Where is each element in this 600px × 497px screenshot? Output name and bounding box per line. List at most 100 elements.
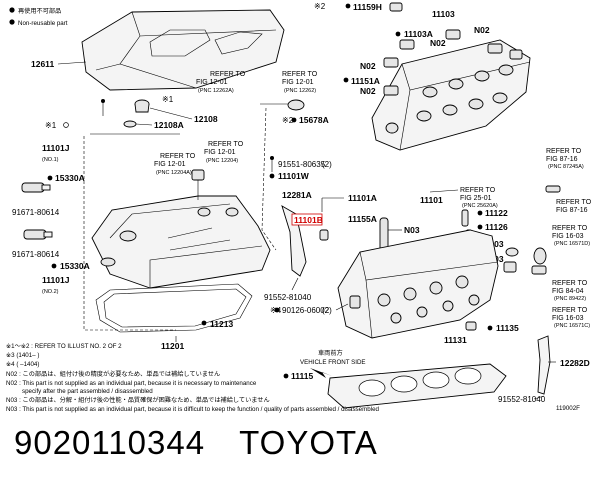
ref-r1-pnc: (PNC 12262)	[284, 88, 316, 94]
ref-r2-pnc: (PNC 12262A)	[198, 88, 234, 94]
label-11101b: 11101B	[294, 215, 323, 225]
cap-11159h	[389, 2, 403, 12]
note-7: N03 : この部品は、分解・組付け後の性能・品質確保が困難なため、単品では補給…	[6, 396, 270, 404]
legend-dot	[9, 19, 15, 25]
note-2: ※3 (1401– )	[6, 352, 39, 359]
label-11135: 11135	[496, 323, 519, 333]
ref-r7-l2: FIG 87-16	[556, 207, 588, 214]
ref-r10-l2: FIG 16-03	[552, 315, 584, 322]
ref-r10-pnc: (PNC 16571C)	[554, 323, 590, 329]
ref-r3-l2: FIG 12-01	[154, 161, 186, 168]
mark-2b: ※2	[314, 2, 326, 11]
note-5: N02 : This part is not supplied as an in…	[6, 380, 257, 387]
parts-diagram: 再使用不可部品 Non-reusable part 12611 ※1 12108…	[6, 2, 592, 413]
label-11101j-1: 11101J	[42, 143, 70, 153]
ref-r6-l1: REFER TO	[546, 148, 582, 155]
ref-r3-pnc: (PNC 12204A)	[156, 170, 192, 176]
label-12108: 12108	[194, 114, 218, 124]
sensor-part	[531, 247, 547, 275]
label-11103a: 11103A	[404, 29, 433, 39]
ref-r6-pnc: (PNC 87245A)	[548, 164, 584, 170]
mark-1b: ※1	[45, 121, 57, 130]
camshaft-oil-control-valve-1	[21, 182, 51, 193]
ref-r4-l1: REFER TO	[208, 141, 244, 148]
note-6: specify after the part assembled / disas…	[22, 388, 153, 395]
ignition-coil	[191, 169, 205, 200]
note-4: N02 : この部品は、組付け後の精度が必要なため、単品では補給していません	[6, 370, 220, 378]
ref-r5-l2: FIG 25-01	[460, 195, 492, 202]
label-11101a: 11101A	[348, 193, 377, 203]
label-11201: 11201	[161, 341, 184, 351]
label-11101j-2: 11101J	[42, 275, 70, 285]
part-caption: 9020110344 TOYOTA	[14, 418, 594, 468]
mark-2: ※2	[282, 116, 294, 125]
seat-inserts	[503, 247, 519, 273]
note-3: ※4 ( –1404)	[6, 361, 39, 368]
label-11159h: 11159H	[353, 2, 382, 12]
label-12611: 12611	[31, 59, 54, 69]
legend-jp: 再使用不可部品	[18, 7, 61, 15]
label-15330a-2: 15330A	[60, 261, 90, 271]
label-11131: 11131	[444, 335, 467, 345]
label-15678a: 15678A	[299, 115, 329, 125]
ref-r9-l1: REFER TO	[552, 280, 588, 287]
label-n03b: N03	[488, 239, 504, 249]
ref-r8-pnc: (PNC 16571D)	[554, 241, 590, 247]
label-11115: 11115	[291, 371, 314, 381]
label-11101j-1-sub: (NO.1)	[42, 157, 59, 163]
bolt-91551	[270, 156, 274, 172]
footnotes: ※1〜※2 : REFER TO ILLUST NO. 2 OF 2 ※3 (1…	[6, 343, 380, 413]
label-91552-2: 91552-81040	[498, 395, 546, 404]
ref-r9-pnc: (PNC 89422)	[554, 296, 586, 302]
label-91551: 91551-80635	[278, 160, 326, 169]
ref-r5-l1: REFER TO	[460, 187, 496, 194]
engine-cover	[81, 9, 285, 91]
camshaft-oil-control-valve-2	[23, 229, 53, 240]
ref-r7-l1: REFER TO	[556, 199, 592, 206]
brand-name: TOYOTA	[239, 424, 378, 461]
fitting-right	[545, 185, 561, 193]
label-91552-1: 91552-81040	[264, 293, 312, 302]
label-n02d: N02	[360, 86, 376, 96]
ref-r9-l2: FIG 84-04	[552, 288, 584, 295]
legend-en: Non-reusable part	[18, 20, 68, 27]
plug-11135	[465, 321, 477, 331]
ref-r1-l1: REFER TO	[282, 71, 318, 78]
ref-r10-l1: REFER TO	[552, 307, 588, 314]
label-91671-1: 91671-80614	[12, 208, 60, 217]
label-91551-q: (2)	[322, 160, 332, 169]
label-n02a: N02	[474, 25, 490, 35]
label-11101j-2-sub: (NO.2)	[42, 289, 59, 295]
front-jp: 車両前方	[318, 349, 343, 357]
ref-r3-l1: REFER TO	[160, 153, 196, 160]
label-12108a: 12108A	[154, 120, 184, 130]
part-number: 9020110344	[14, 424, 206, 461]
grommet-12108	[101, 99, 150, 128]
head-gasket	[327, 363, 507, 409]
ref-r2-l1: REFER TO	[210, 71, 246, 78]
hose-clamp	[260, 99, 305, 111]
ref-r6-l2: FIG 87-16	[546, 156, 578, 163]
ref-r8-l2: FIG 16-03	[552, 233, 584, 240]
cam-housing	[371, 39, 531, 151]
front-en: VEHICLE FRONT SIDE	[300, 359, 366, 366]
highlighted-part-11101b: 11101B	[291, 213, 329, 241]
ref-r2-l2: FIG 12-01	[196, 79, 228, 86]
label-15330a-1: 15330A	[55, 173, 85, 183]
label-n02c: N02	[360, 61, 376, 71]
ref-r5-pnc: (PNC 25620A)	[462, 203, 498, 209]
label-11151a: 11151A	[351, 76, 380, 86]
label-12281a: 12281A	[282, 190, 312, 200]
bracket-12282d	[537, 335, 551, 395]
ref-r4-pnc: (PNC 12204)	[206, 158, 238, 164]
label-n03a: N03	[404, 225, 420, 235]
label-90126-q: (2)	[322, 306, 332, 315]
ref-r1-l2: FIG 12-01	[282, 79, 314, 86]
label-11101: 11101	[420, 195, 443, 205]
bearing-caps	[383, 29, 523, 96]
ref-r8-l1: REFER TO	[552, 225, 588, 232]
cylinder-head-cover	[91, 195, 271, 289]
label-11126: 11126	[485, 222, 508, 232]
label-11101w: 11101W	[278, 171, 310, 181]
ref-r4-l2: FIG 12-01	[204, 149, 236, 156]
